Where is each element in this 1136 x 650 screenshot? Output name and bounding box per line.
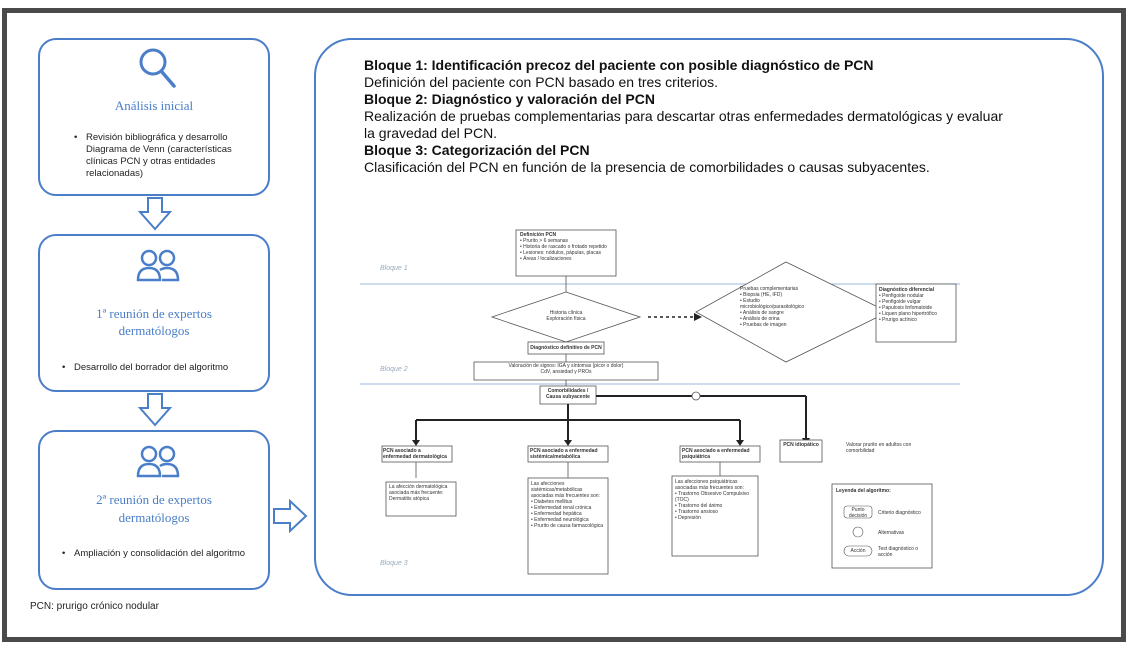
category-dermatologic-box	[381, 445, 453, 463]
right-arrow-icon	[273, 499, 308, 533]
cat1-title: PCN asociado a enfermedad dermatológica	[383, 448, 447, 460]
comorbidity-text: Comorbilidades / Causa subyacente	[546, 388, 590, 400]
down-arrow-icon	[138, 393, 172, 427]
category-systemic-detail	[527, 477, 609, 575]
cat2-title: PCN asociado a enfermedad sistémica/meta…	[530, 448, 598, 460]
step-title-line2: dermatólogos	[118, 323, 190, 338]
cat1-body: La afección dermatológica asociada más f…	[389, 484, 448, 502]
cat3-title: PCN asociado a enfermedad psiquiátrica	[682, 448, 750, 460]
step-box-first-meeting: 1ª reunión de expertos dermatólogos •Des…	[38, 234, 270, 392]
decision-diamond-tests	[695, 261, 889, 363]
step-title-line1: 2ª reunión de expertos	[96, 492, 212, 507]
category-dermatologic-detail	[385, 481, 457, 517]
block-descriptions: Bloque 1: Identificación precoz del paci…	[364, 57, 1084, 176]
step-bullet: •Revisión bibliográfica y desarrollo Dia…	[74, 132, 232, 179]
band-label-1: Bloque 1	[380, 265, 408, 272]
step-title-line2: dermatólogos	[118, 510, 190, 525]
legend-symbol-1: Punto decisión	[848, 507, 868, 519]
block1-text: Definición del paciente con PCN basado e…	[364, 74, 719, 90]
legend-symbol-3: Acción	[850, 548, 866, 554]
definitive-diagnosis-text: Diagnóstico definitivo de PCN	[530, 345, 602, 351]
down-arrow-icon	[138, 197, 172, 231]
magnifier-icon	[139, 48, 176, 88]
differential-diagnosis-box	[875, 283, 957, 343]
definition-text: Definición PCN • Prurito > 6 semanas • H…	[520, 232, 607, 262]
severity-text: Valoración de signos: IGA y síntomas (pi…	[508, 363, 624, 375]
legend-item-3: Test diagnóstico o acción	[878, 546, 919, 558]
block1-heading: Bloque 1: Identificación precoz del paci…	[364, 57, 874, 73]
clinical-diamond-text: Historia clínica Exploración física	[546, 310, 586, 322]
block2-text-line2: la gravedad del PCN.	[364, 125, 498, 141]
block3-text: Clasificación del PCN en función de la p…	[364, 159, 930, 175]
cat2-body: Las afecciones sistémicas/metabólicas as…	[531, 481, 604, 529]
block2-heading: Bloque 2: Diagnóstico y valoración del P…	[364, 91, 655, 107]
differential-diagnosis-text: Diagnóstico diferencial • Penfigoide nod…	[879, 287, 937, 323]
step-box-second-meeting: 2ª reunión de expertos dermatólogos •Amp…	[38, 430, 270, 590]
legend-title: Leyenda del algoritmo:	[836, 488, 891, 494]
definition-box	[515, 229, 617, 277]
right-note: Valorar prurito en adultos con comorbili…	[846, 442, 912, 454]
tests-diamond-text: Pruebas complementarias • Biopsia (HE, I…	[740, 286, 805, 328]
definitive-diagnosis-box	[527, 341, 605, 355]
category-psychiatric-detail	[671, 475, 759, 557]
step-box-initial-analysis: Análisis inicial •Revisión bibliográfica…	[38, 38, 270, 196]
band-label-2: Bloque 2	[380, 366, 408, 373]
legend-item-2: Alternativas	[878, 530, 905, 536]
cat3-body: Las afecciones psiquiátricas asociadas m…	[675, 479, 750, 521]
step-bullet: •Desarrollo del borrador del algoritmo	[62, 362, 229, 373]
block2-text-line1: Realización de pruebas complementarias p…	[364, 108, 1003, 124]
step-title: Análisis inicial	[114, 98, 194, 113]
cat4-title: PCN idiopático	[783, 442, 819, 448]
band-label-3: Bloque 3	[380, 560, 408, 567]
footnote: PCN: prurigo crónico nodular	[30, 601, 159, 612]
flowchart	[360, 229, 960, 575]
category-idiopathic-box	[779, 439, 823, 463]
block3-heading: Bloque 3: Categorización del PCN	[364, 142, 590, 158]
legend-item-1: Criterio diagnóstico	[878, 510, 921, 516]
people-icon	[136, 249, 180, 282]
step-title-line1: 1ª reunión de expertos	[96, 306, 212, 321]
people-icon	[136, 445, 180, 478]
step-bullet: •Ampliación y consolidación del algoritm…	[62, 548, 246, 559]
